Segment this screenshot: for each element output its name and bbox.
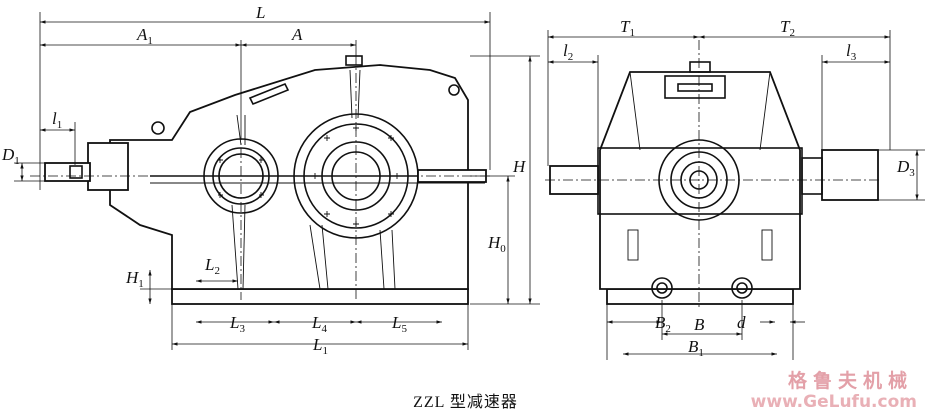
- front-housing: [109, 64, 469, 290]
- side-breather: [689, 61, 711, 73]
- front-view: [30, 55, 490, 305]
- side-inspection-cover: [664, 75, 726, 99]
- watermark-url: www.GeLufu.com: [750, 392, 917, 412]
- side-dimensions: [547, 30, 925, 360]
- dimension-labels: L A1 A l1 D1 H H0 H1 L2 L3 L4 L5 L1 T1 T…: [1, 3, 915, 359]
- watermark-cn: 格鲁夫机械: [787, 370, 913, 392]
- label-L4: L4: [311, 313, 327, 335]
- label-T1: T1: [620, 17, 635, 39]
- label-D3: D3: [896, 157, 915, 179]
- side-view: [545, 40, 880, 310]
- label-H0: H0: [487, 233, 506, 255]
- lifting-lug-left: [151, 121, 165, 135]
- label-A1: A1: [136, 25, 153, 47]
- label-D1: D1: [1, 145, 20, 167]
- input-shaft: [44, 162, 91, 182]
- breather: [345, 55, 363, 66]
- side-base: [606, 288, 794, 305]
- label-B1: B1: [688, 337, 704, 359]
- anchor-bolt-right: [731, 277, 753, 299]
- label-L5: L5: [391, 313, 407, 335]
- label-l2: l2: [563, 41, 573, 63]
- label-B2: B2: [655, 313, 671, 335]
- anchor-bolt-left: [651, 277, 673, 299]
- figure-caption: ZZL 型减速器: [413, 394, 518, 411]
- label-H1: H1: [125, 268, 144, 290]
- label-L3: L3: [229, 313, 245, 335]
- input-bearing-cap: [87, 142, 129, 191]
- lifting-lug-right: [448, 84, 460, 96]
- label-L1: L1: [312, 335, 328, 357]
- side-housing: [599, 71, 801, 290]
- label-l1: l1: [52, 109, 62, 131]
- front-dimensions: [14, 12, 540, 350]
- label-d: d: [737, 313, 746, 332]
- front-base: [171, 288, 469, 305]
- label-A: A: [291, 25, 303, 44]
- label-H: H: [512, 157, 527, 176]
- label-L2: L2: [204, 255, 220, 277]
- label-l3: l3: [846, 41, 857, 63]
- label-B: B: [694, 315, 705, 334]
- inspection-cover: [248, 82, 290, 106]
- label-T2: T2: [780, 17, 795, 39]
- side-output-shaft: [821, 149, 879, 201]
- label-L: L: [255, 3, 265, 22]
